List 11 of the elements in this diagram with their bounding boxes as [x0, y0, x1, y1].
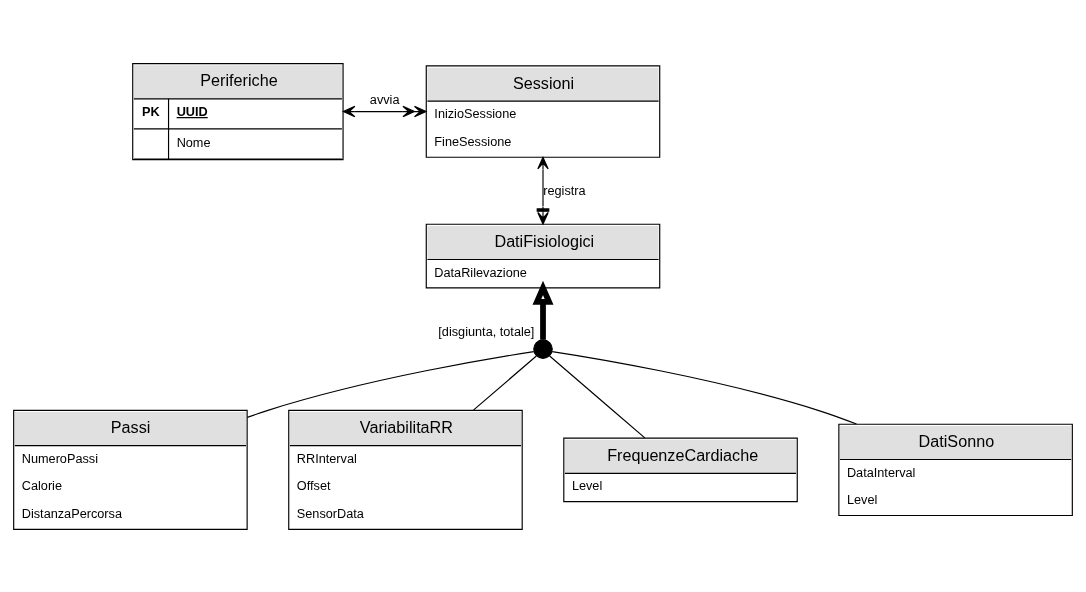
arrow [536, 156, 550, 225]
node-label: [disgiunta, totale] [438, 323, 535, 339]
node-circle [533, 338, 553, 359]
connector [551, 350, 858, 425]
edge-label: registra [543, 182, 586, 198]
arrow [532, 280, 554, 340]
connector [549, 354, 646, 438]
connector [246, 350, 535, 418]
arrow [342, 105, 427, 117]
edge-label: avvia [369, 91, 400, 107]
connector [472, 354, 537, 411]
